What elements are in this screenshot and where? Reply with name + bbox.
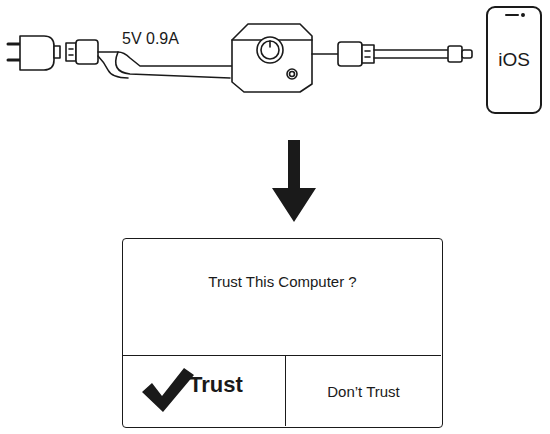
button-inner — [290, 72, 295, 77]
phone-screen: iOS — [486, 6, 542, 114]
phone-camera — [522, 14, 524, 16]
wall-charger — [20, 36, 54, 70]
lightning-cable — [374, 50, 448, 58]
phone-screen-text: iOS — [498, 49, 530, 71]
usb-a-metal — [66, 43, 76, 61]
knob-inner — [261, 41, 279, 59]
power-rating: 5V 0.9A — [122, 30, 179, 48]
output-cable — [312, 53, 338, 55]
lightning-tip — [462, 50, 472, 58]
data-cable — [116, 52, 230, 78]
adapter-box — [232, 24, 312, 92]
trust-button: Trust — [123, 355, 285, 426]
dialog-box-text: Trust This Computer ? — [123, 273, 442, 290]
cable-loop — [98, 56, 128, 78]
usb-a-metal — [362, 45, 374, 63]
checkmark-icon — [142, 368, 194, 412]
dialog-box: Trust This Computer ? Trust Don’t Trust — [122, 238, 443, 428]
dont-trust-button: Don’t Trust — [285, 355, 441, 426]
charger-port — [54, 46, 60, 58]
box-button — [287, 69, 297, 79]
down-arrow — [272, 140, 316, 222]
trust-button-text: Trust — [189, 372, 243, 398]
lightning-plug — [448, 46, 462, 62]
plug-prongs — [8, 44, 20, 60]
usb-a-contacts — [365, 51, 370, 57]
power-cable — [98, 52, 232, 66]
knob-marker — [269, 41, 271, 47]
usb-a-plug — [76, 40, 98, 64]
usb-a-contacts — [69, 49, 73, 55]
phone-speaker — [506, 14, 518, 16]
volume-knob — [257, 37, 283, 63]
dont-trust-button-text: Don’t Trust — [327, 383, 400, 400]
usb-a-plug — [338, 42, 362, 66]
